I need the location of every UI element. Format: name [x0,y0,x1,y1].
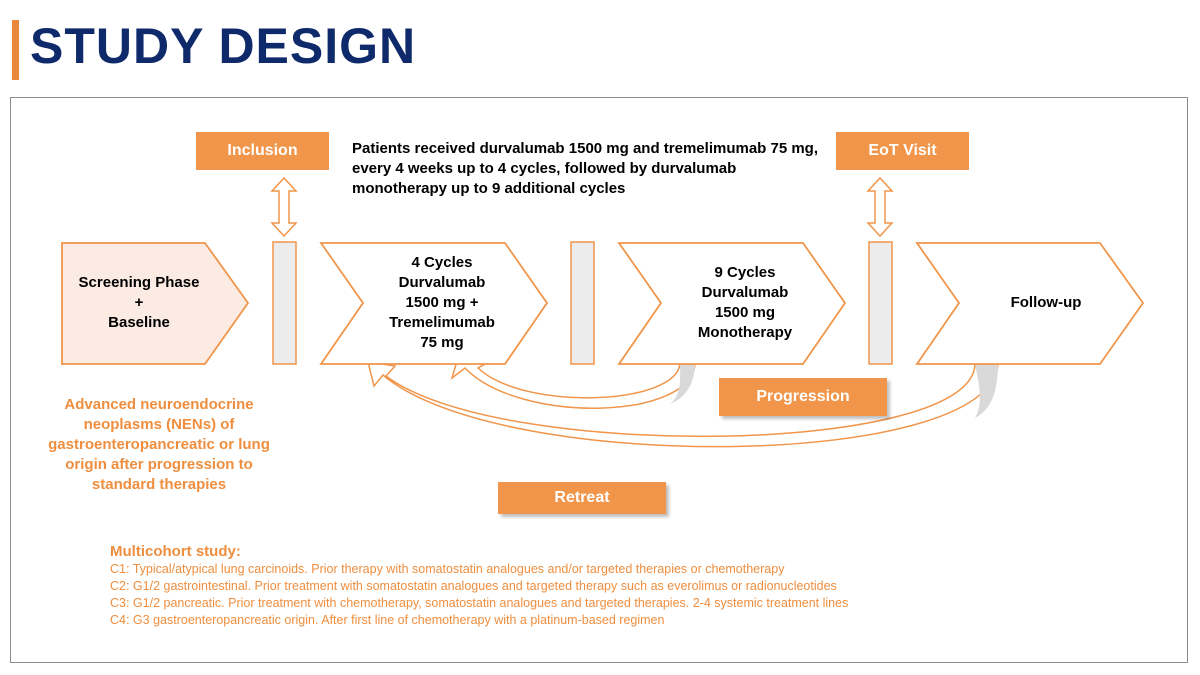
monotherapy-phase-shape [617,242,847,365]
combination-line-5: 75 mg [420,334,464,351]
monotherapy-line-3: 1500 mg [714,304,776,321]
eot-visit-label: EoT Visit [836,132,969,170]
screening-line-2: + [134,294,144,311]
cohort-heading: Multicohort study: [110,543,241,560]
monotherapy-line-2: Durvalumab [701,284,789,301]
combination-line-3: 1500 mg + [405,294,479,311]
cohort-item: C3: G1/2 pancreatic. Prior treatment wit… [110,596,849,610]
diagram-frame [10,97,1188,663]
screening-line-1: Screening Phase [78,274,200,291]
divider-bar-3 [868,241,893,365]
inclusion-label: Inclusion [196,132,329,170]
combination-phase-label: 4 Cycles Durvalumab 1500 mg + Tremelimum… [362,253,522,353]
divider-bar-2 [570,241,595,365]
combination-line-4: Tremelimumab [389,314,495,331]
population-description: Advanced neuroendocrine neoplasms (NENs)… [48,396,270,493]
progression-label: Progression [719,378,887,416]
combination-phase-shape [319,242,549,365]
progression-return-shadow [670,362,695,404]
follow-up-phase-label: Follow-up [966,293,1126,313]
cohort-item: C1: Typical/atypical lung carcinoids. Pr… [110,562,785,576]
follow-up-line-1: Follow-up [1010,294,1082,311]
screening-phase-shape [61,242,250,365]
cohort-list: Multicohort study: C1: Typical/atypical … [110,542,848,629]
cohort-item: C4: G3 gastroenteropancreatic origin. Af… [110,613,665,627]
eot-double-arrow [866,176,894,238]
divider-bar-1 [272,241,297,365]
treatment-description: Patients received durvalumab 1500 mg and… [352,140,819,197]
retreat-label: Retreat [498,482,666,514]
combination-line-2: Durvalumab [398,274,486,291]
title-accent-bar [12,20,19,80]
combination-line-1: 4 Cycles [411,254,473,271]
screening-phase-label: Screening Phase + Baseline [64,273,214,333]
retreat-return-shadow [975,362,998,418]
inclusion-double-arrow [270,176,298,238]
monotherapy-phase-label: 9 Cycles Durvalumab 1500 mg Monotherapy [665,263,825,343]
monotherapy-line-1: 9 Cycles [714,264,776,281]
monotherapy-line-4: Monotherapy [697,324,793,341]
follow-up-phase-shape [915,242,1145,365]
page-title: STUDY DESIGN [30,18,417,74]
cohort-item: C2: G1/2 gastrointestinal. Prior treatme… [110,579,837,593]
screening-line-3: Baseline [108,314,170,331]
